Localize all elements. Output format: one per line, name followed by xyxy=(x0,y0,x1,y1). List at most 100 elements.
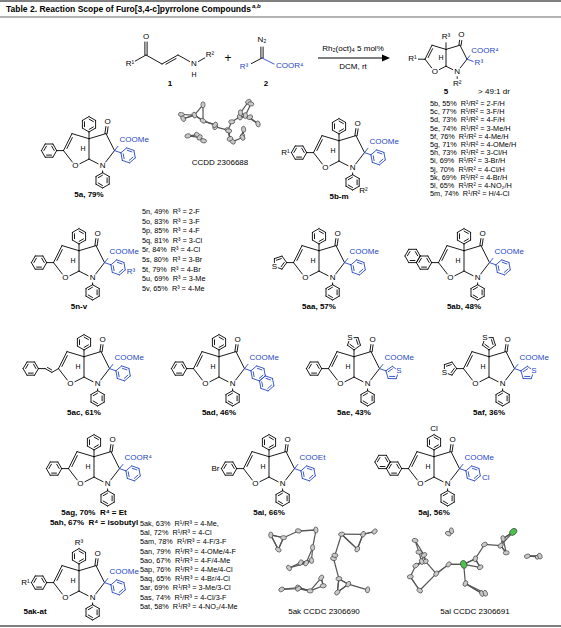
bond-line xyxy=(110,369,116,371)
bond-line xyxy=(115,146,118,150)
bond-line xyxy=(69,452,78,469)
entry-text: 5k, 69% R¹/R² = 4-Br/H xyxy=(430,174,507,181)
compound-label: 5ak-at xyxy=(23,608,46,616)
bond-line xyxy=(409,262,417,263)
bond-line xyxy=(251,371,252,379)
bond-line xyxy=(224,464,227,468)
bond-line xyxy=(125,376,131,381)
bond-line xyxy=(459,234,460,239)
bond-line xyxy=(244,452,253,469)
bond-line xyxy=(314,153,323,164)
bond-line xyxy=(53,151,57,158)
bond-line xyxy=(348,177,352,180)
bond-line xyxy=(282,256,287,263)
bond-line xyxy=(379,468,387,469)
bond-line xyxy=(120,469,126,471)
bond-line xyxy=(252,378,259,381)
crystal-atom xyxy=(224,127,231,134)
atom-label: O xyxy=(100,336,106,344)
bond-line xyxy=(31,583,35,590)
crystal-atom xyxy=(482,590,488,597)
entry-text: 5g, 71% R¹/R² = 4-OMe/H xyxy=(430,141,516,148)
bond-line xyxy=(112,445,113,452)
bond-line xyxy=(439,246,448,263)
bond-line xyxy=(504,269,508,272)
atom-label: H xyxy=(71,577,76,584)
bond-line xyxy=(79,244,80,251)
bond-line xyxy=(101,369,110,380)
bond-line xyxy=(329,352,338,369)
bond-line xyxy=(126,466,132,471)
bond-line xyxy=(371,369,380,380)
atom-label: H xyxy=(346,363,351,370)
bond-line xyxy=(77,338,78,346)
bond-line xyxy=(460,469,466,471)
bond-line xyxy=(442,250,447,261)
atom-label: O xyxy=(252,480,258,488)
bond-line xyxy=(521,371,523,379)
bond-line xyxy=(212,338,213,346)
bond-line xyxy=(380,369,386,371)
bond-line xyxy=(111,265,112,273)
bond-line xyxy=(443,493,447,496)
bond-line xyxy=(52,369,59,373)
bond-line xyxy=(356,340,358,345)
bond-line xyxy=(451,452,460,469)
bond-line xyxy=(50,475,58,476)
bond-line xyxy=(388,378,396,379)
bond-line xyxy=(171,369,175,376)
crystal-atom xyxy=(269,532,273,538)
crystal-atom xyxy=(354,545,361,552)
bond-line xyxy=(93,605,100,609)
bond-line xyxy=(96,177,97,185)
bond-line xyxy=(388,369,392,372)
atom-label: S xyxy=(272,263,277,271)
bond-line xyxy=(219,350,220,357)
bond-line xyxy=(464,352,473,369)
bond-line xyxy=(72,134,89,139)
bond-line xyxy=(119,589,123,592)
bond-line xyxy=(269,452,286,457)
bond-line xyxy=(317,140,322,151)
bond-line xyxy=(332,119,339,123)
bond-line xyxy=(95,239,96,246)
crystal-atom xyxy=(239,134,246,141)
bond-line xyxy=(490,258,493,262)
bond-line xyxy=(506,352,515,369)
bond-line xyxy=(42,258,45,262)
bond-line xyxy=(111,585,112,593)
ester-label: COOR⁴ xyxy=(125,454,152,462)
crystal-atom xyxy=(225,128,231,133)
atom-label: O xyxy=(480,230,486,238)
bond-line xyxy=(425,59,432,68)
bond-line xyxy=(112,592,119,595)
atom-label: N xyxy=(350,164,356,172)
bond-line xyxy=(108,502,115,506)
bond-line xyxy=(228,401,232,404)
bond-line xyxy=(35,256,43,257)
compound-label: 5ah, 67% R⁴ = isobutyl xyxy=(50,519,138,527)
bond-line xyxy=(480,377,489,382)
bond-line xyxy=(110,364,113,368)
bond-line xyxy=(37,267,42,268)
bond-line xyxy=(326,289,327,297)
bond-line xyxy=(490,263,496,265)
atom-label: O xyxy=(62,274,68,282)
crystal-bond xyxy=(348,584,367,590)
bond-line xyxy=(79,551,83,554)
bond-line xyxy=(302,148,305,152)
bond-line xyxy=(54,263,63,274)
bond-line xyxy=(105,583,111,585)
bond-line xyxy=(274,256,282,259)
bond-line xyxy=(219,345,223,348)
atom-label: O xyxy=(67,380,73,388)
bond-line xyxy=(187,368,194,369)
bond-line xyxy=(523,369,527,372)
atom-label: O xyxy=(450,436,456,444)
crystal-atom xyxy=(419,558,425,565)
entry-text: 5p, 85% R³ = 4-F xyxy=(142,228,200,235)
crystal-atom xyxy=(275,546,282,553)
crystal-atom xyxy=(310,545,314,551)
bond-line xyxy=(117,262,122,264)
bond-line xyxy=(310,271,319,276)
